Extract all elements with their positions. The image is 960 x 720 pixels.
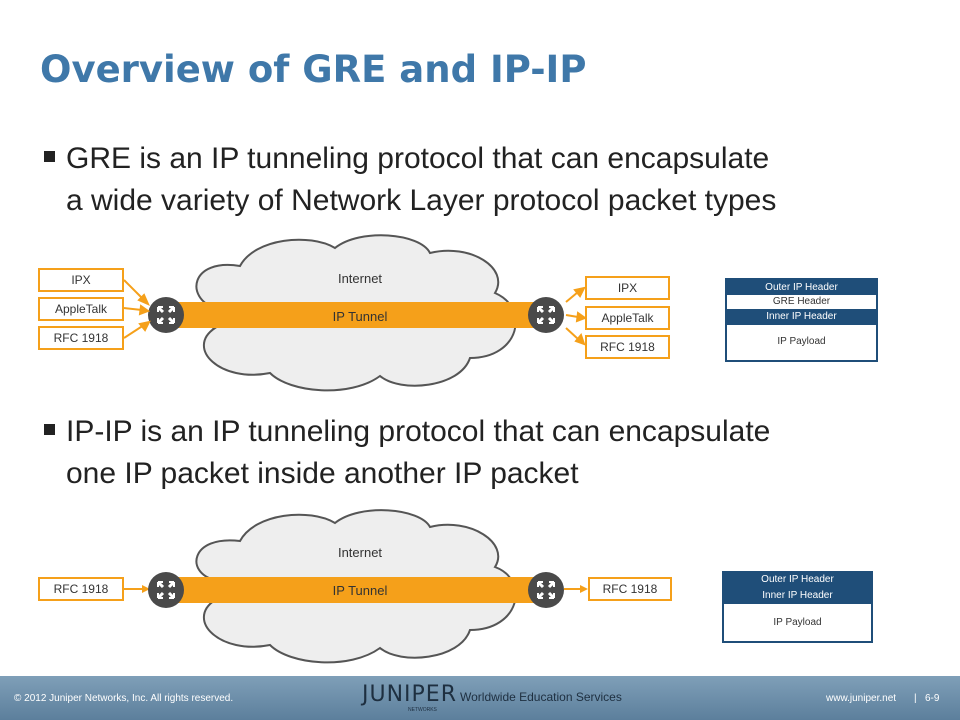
protocol-tag: RFC 1918 [38, 577, 124, 601]
protocol-tag: AppleTalk [585, 306, 670, 330]
juniper-logo: JUNIPER NETWORKS [362, 682, 456, 716]
protocol-tag: IPX [38, 268, 124, 292]
footer-url[interactable]: www.juniper.net [826, 693, 897, 704]
protocol-tag: AppleTalk [38, 297, 124, 321]
bullet-ipip: IP-IP is an IP tunneling protocol that c… [44, 411, 924, 495]
gre-diagram-graphic [123, 234, 588, 392]
footer-bar: © 2012 Juniper Networks, Inc. All rights… [0, 676, 960, 720]
gre-header: GRE Header [727, 295, 876, 309]
internet-label: Internet [337, 545, 383, 560]
bullet-line: GRE is an IP tunneling protocol that can… [66, 142, 770, 175]
inner-ip-header: Inner IP Header [724, 587, 871, 604]
bullet-line: one IP packet inside another IP packet [66, 457, 579, 490]
protocol-tag: RFC 1918 [585, 335, 670, 359]
ipip-diagram-graphic [124, 509, 588, 664]
ip-payload: IP Payload [773, 617, 822, 628]
router-icon [148, 297, 184, 333]
bullet-line: a wide variety of Network Layer protocol… [66, 184, 777, 217]
page-number: 6-9 [925, 693, 940, 704]
tunnel-label: IP Tunnel [332, 583, 388, 598]
bullet-square-icon [44, 424, 55, 435]
logo-subtext: NETWORKS [408, 707, 437, 713]
protocol-tag: IPX [585, 276, 670, 300]
packet-header-stack: Outer IP Header GRE Header Inner IP Head… [725, 278, 878, 362]
gre-diagram: Internet IP Tunnel IPX AppleTalk RFC 191… [0, 228, 960, 398]
copyright: © 2012 Juniper Networks, Inc. All rights… [14, 693, 234, 704]
ip-tunnel-bar [165, 302, 550, 328]
ipip-diagram: Internet IP Tunnel RFC 1918 RFC 1918 Out… [0, 505, 960, 670]
slide-title: Overview of GRE and IP-IP [40, 48, 587, 91]
inner-ip-header: Inner IP Header [727, 309, 876, 325]
outer-ip-header: Outer IP Header [724, 573, 871, 587]
protocol-tag: RFC 1918 [38, 326, 124, 350]
ip-tunnel-bar [165, 577, 550, 603]
router-icon [528, 297, 564, 333]
packet-header-stack: Outer IP Header Inner IP Header IP Paylo… [722, 571, 873, 643]
tunnel-label: IP Tunnel [332, 309, 388, 324]
ip-payload: IP Payload [777, 336, 826, 347]
protocol-tag: RFC 1918 [588, 577, 672, 601]
outer-ip-header: Outer IP Header [727, 280, 876, 295]
bullet-square-icon [44, 151, 55, 162]
logo-text: JUNIPER [362, 682, 457, 707]
footer-separator: | [914, 693, 917, 704]
router-icon [148, 572, 184, 608]
footer-center-text: Worldwide Education Services [460, 690, 622, 704]
router-icon [528, 572, 564, 608]
internet-label: Internet [337, 271, 383, 286]
bullet-gre: GRE is an IP tunneling protocol that can… [44, 138, 924, 222]
bullet-line: IP-IP is an IP tunneling protocol that c… [66, 415, 771, 448]
